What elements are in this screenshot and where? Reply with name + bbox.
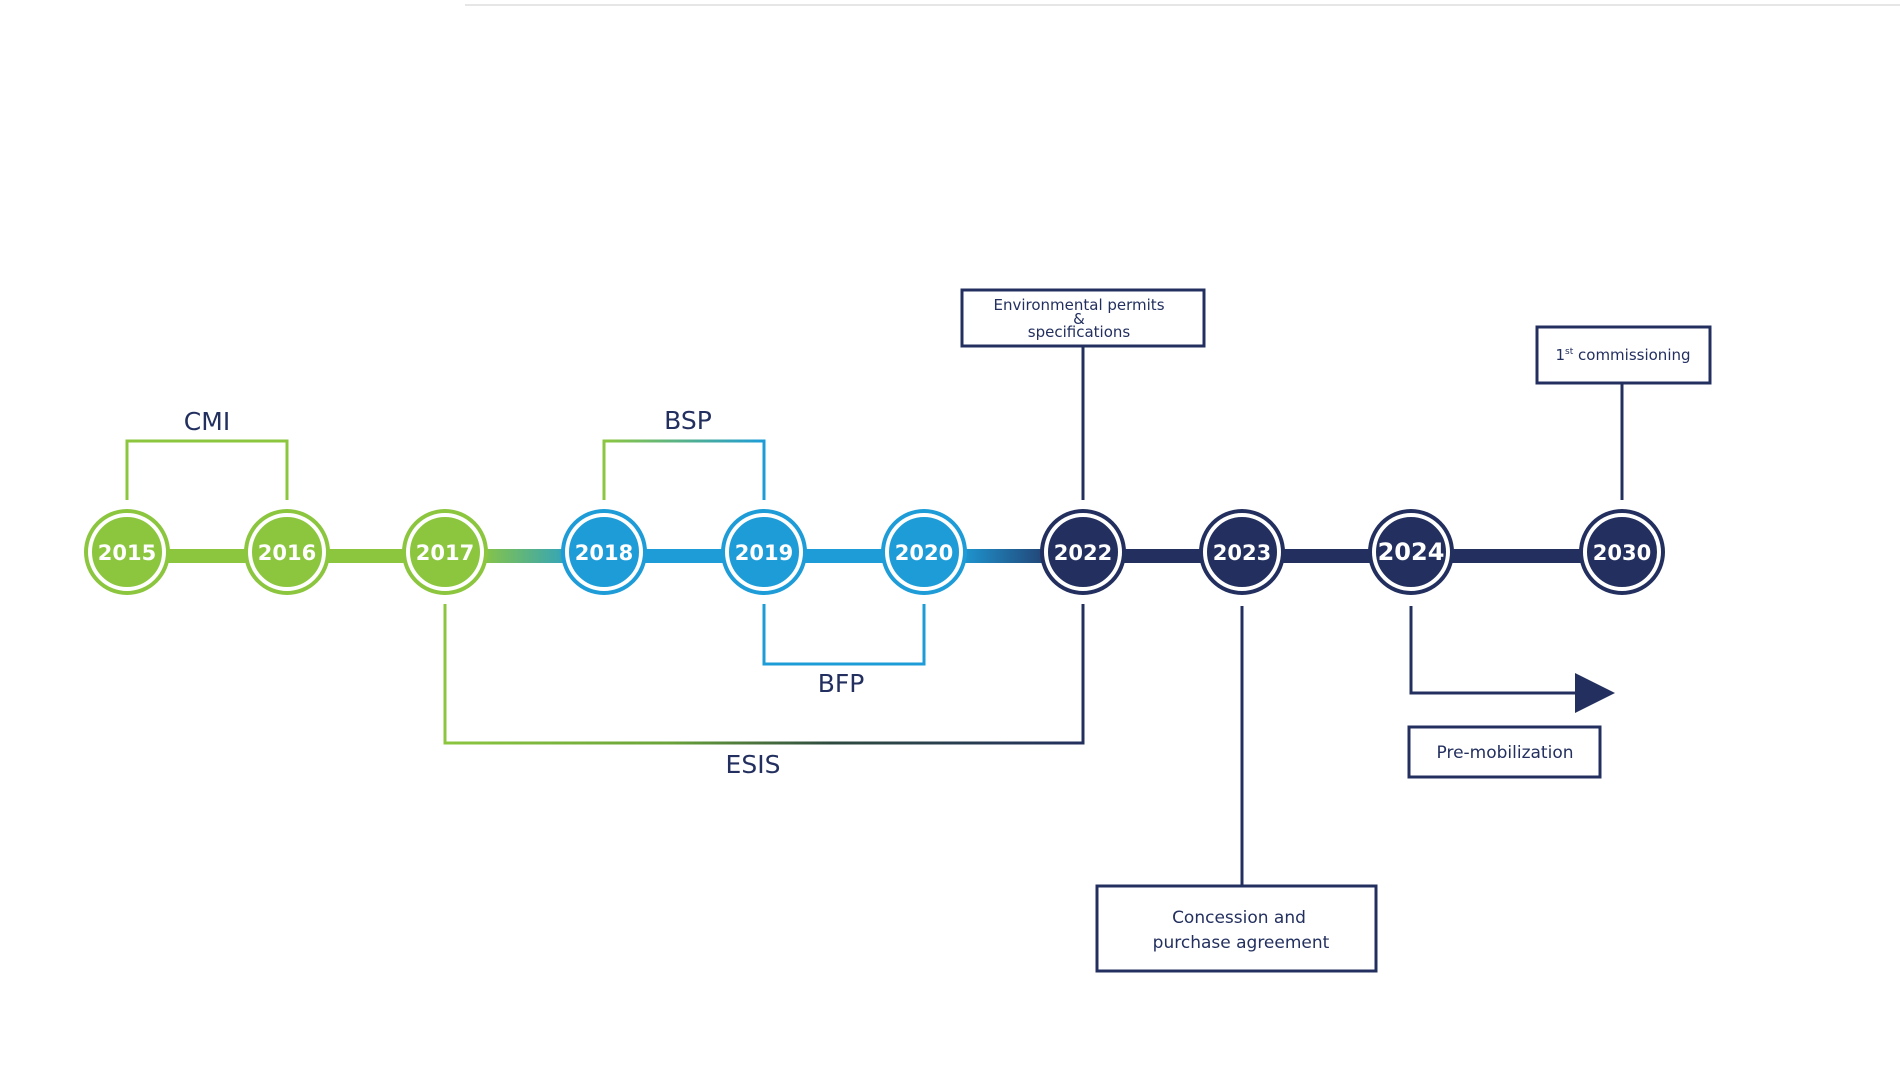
year-node-label: 2017 bbox=[416, 541, 474, 565]
year-node-2019: 2019 bbox=[721, 509, 807, 595]
year-node-core bbox=[565, 513, 643, 591]
commissioning-superscript: st bbox=[1565, 347, 1574, 357]
esis-bracket: ESIS bbox=[443, 604, 1085, 779]
env-permits-box bbox=[960, 288, 1206, 348]
year-node-2018: 2018 bbox=[561, 509, 647, 595]
premob-box bbox=[1407, 725, 1602, 779]
year-node-2016: 2016 bbox=[244, 509, 330, 595]
year-node-label: 2022 bbox=[1054, 541, 1112, 565]
year-node-label: 2020 bbox=[895, 541, 953, 565]
year-node-core bbox=[725, 513, 803, 591]
env-permits-line2: & bbox=[1073, 310, 1085, 328]
cmi-bracket: CMI bbox=[125, 407, 289, 500]
timeline-segment-blue-navy bbox=[956, 549, 1066, 563]
year-node-core bbox=[88, 513, 166, 591]
bfp-bracket-line bbox=[762, 604, 926, 666]
esis-label: ESIS bbox=[726, 750, 781, 779]
esis-bracket-line bbox=[443, 604, 1085, 745]
bfp-bracket: BFP bbox=[762, 604, 926, 698]
concession-box bbox=[1095, 884, 1378, 973]
year-node-label: 2019 bbox=[735, 541, 793, 565]
cmi-bracket-line bbox=[125, 439, 289, 500]
year-nodes: 2015 2016 2017 2018 2019 2020 2022 2023 … bbox=[84, 509, 1665, 595]
year-node-core bbox=[885, 513, 963, 591]
env-permits-line3: specifications bbox=[1028, 323, 1131, 341]
year-node-core bbox=[406, 513, 484, 591]
year-node-2022: 2022 bbox=[1040, 509, 1126, 595]
year-node-2030: 2030 bbox=[1579, 509, 1665, 595]
premob-label: Pre-mobilization bbox=[1437, 743, 1574, 763]
bsp-bracket-line bbox=[602, 439, 766, 500]
commissioning-box bbox=[1535, 325, 1712, 385]
cmi-label: CMI bbox=[184, 407, 230, 436]
year-node-label: 2016 bbox=[258, 541, 316, 565]
year-node-2020: 2020 bbox=[881, 509, 967, 595]
year-node-core bbox=[1203, 513, 1281, 591]
year-node-core bbox=[1583, 513, 1661, 591]
year-node-core bbox=[248, 513, 326, 591]
commissioning-number: 1 bbox=[1555, 346, 1565, 364]
timeline-segment-navy bbox=[1066, 549, 1621, 563]
year-node-label: 2024 bbox=[1378, 538, 1445, 566]
year-node-2023: 2023 bbox=[1199, 509, 1285, 595]
premob-arrowhead-icon bbox=[1575, 673, 1615, 713]
timeline-segment-green-blue bbox=[478, 549, 588, 563]
year-node-core bbox=[1372, 513, 1450, 591]
year-node-2024: 2024 bbox=[1368, 509, 1454, 595]
year-node-2017: 2017 bbox=[402, 509, 488, 595]
year-node-core bbox=[1044, 513, 1122, 591]
year-node-label: 2015 bbox=[98, 541, 156, 565]
bsp-label: BSP bbox=[664, 406, 712, 435]
year-node-2015: 2015 bbox=[84, 509, 170, 595]
env-permits-callout: Environmental permits & specifications bbox=[960, 288, 1206, 500]
concession-line1: Concession and bbox=[1172, 908, 1306, 928]
bfp-label: BFP bbox=[818, 669, 865, 698]
commissioning-label: 1st commissioning bbox=[1555, 346, 1690, 364]
commissioning-text: commissioning bbox=[1573, 346, 1690, 364]
env-permits-line1: Environmental permits bbox=[993, 296, 1164, 314]
concession-line2: purchase agreement bbox=[1153, 933, 1330, 953]
year-node-label: 2018 bbox=[575, 541, 633, 565]
bsp-bracket: BSP bbox=[602, 406, 766, 500]
commissioning-callout: 1st commissioning bbox=[1535, 325, 1712, 500]
year-node-label: 2030 bbox=[1593, 541, 1651, 565]
concession-callout: Concession and purchase agreement bbox=[1095, 606, 1378, 973]
year-node-label: 2023 bbox=[1213, 541, 1271, 565]
premob-arrow-line bbox=[1409, 606, 1585, 695]
premob-callout: Pre-mobilization bbox=[1407, 606, 1615, 779]
